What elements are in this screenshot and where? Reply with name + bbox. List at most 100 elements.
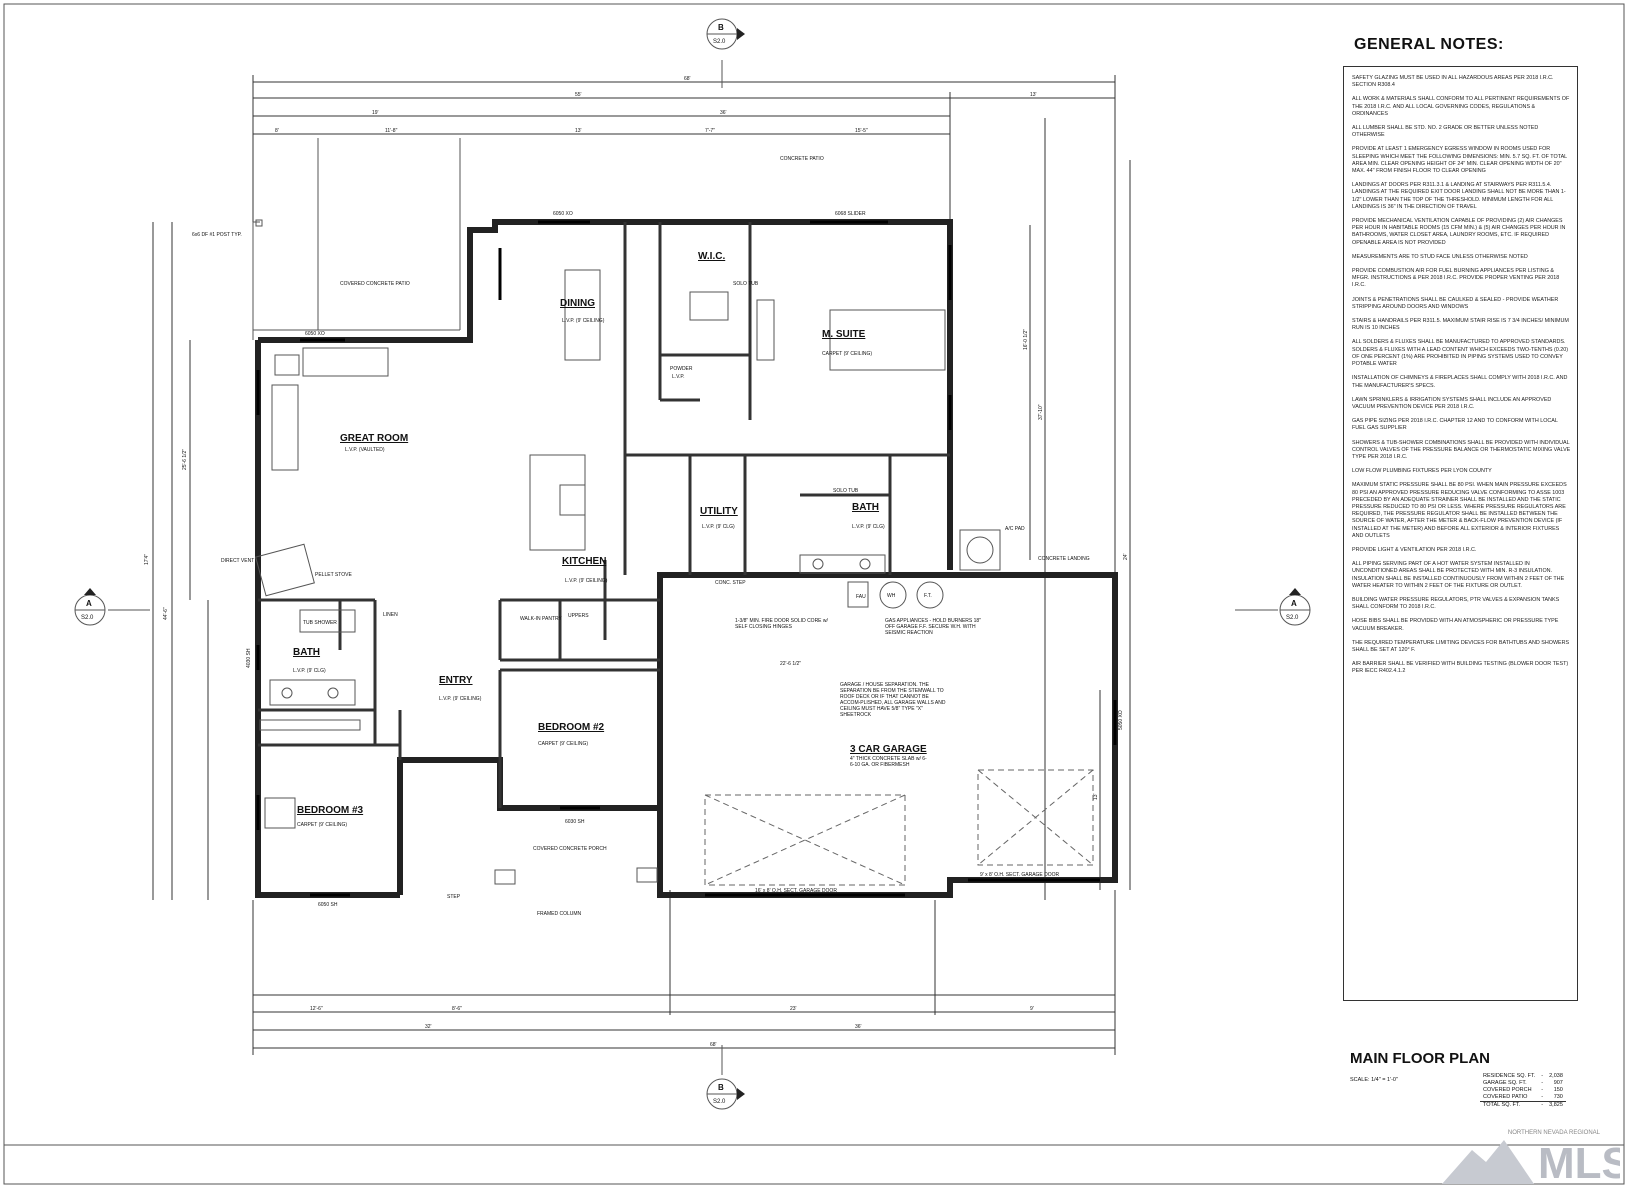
bedroom2-name: BEDROOM #2 bbox=[538, 722, 605, 733]
section-marker-left: A S2.0 bbox=[74, 588, 150, 626]
dim-bot-f: 36' bbox=[855, 1024, 862, 1030]
garage-separation-wrap: GARAGE / HOUSE SEPARATION. THE SEPARATIO… bbox=[840, 682, 946, 718]
area-value: 907 bbox=[1553, 1080, 1563, 1086]
general-note: MAXIMUM STATIC PRESSURE SHALL BE 80 PSI.… bbox=[1352, 482, 1567, 539]
watermark-small-text: NORTHERN NEVADA REGIONAL bbox=[1507, 1130, 1600, 1136]
bottom-dimensions: 12'-6" 8'-6" 23' 9' 32' 36' 68' bbox=[252, 890, 1116, 1055]
slider-3-label: 6050 XO bbox=[305, 331, 325, 337]
window-2-label: 6030 SH bbox=[565, 819, 585, 825]
dim-top-d: 36' bbox=[720, 110, 727, 116]
general-note: SAFETY GLAZING MUST BE USED IN ALL HAZAR… bbox=[1352, 75, 1554, 89]
dining-sub: L.V.P. (9' CEILING) bbox=[562, 318, 605, 324]
slider-1-label: 6050 XO bbox=[553, 211, 573, 217]
slider-2-label: 6068 SLIDER bbox=[835, 211, 866, 217]
left-dimensions: 17'4" 44'-6" 25'-6 1/2" bbox=[144, 222, 209, 900]
top-dimensions: 68' 55' 13' 19' 36' 8' 11'-8" 13' 7'-7" … bbox=[252, 75, 1116, 690]
wh-label: WH bbox=[887, 593, 896, 599]
general-note: PROVIDE COMBUSTION AIR FOR FUEL BURNING … bbox=[1352, 268, 1560, 289]
room-labels: GREAT ROOM L.V.P. (VAULTED) DINING L.V.P… bbox=[293, 251, 927, 828]
area-label: COVERED PORCH bbox=[1483, 1087, 1532, 1093]
m-suite-name: M. SUITE bbox=[822, 329, 866, 340]
general-note: LAWN SPRINKLERS & IRRIGATION SYSTEMS SHA… bbox=[1352, 396, 1552, 410]
dim-right-c: 24' bbox=[1123, 553, 1129, 560]
general-note: GAS PIPE SIZING PER 2018 I.R.C. CHAPTER … bbox=[1352, 418, 1558, 432]
exterior-walls bbox=[255, 219, 1118, 898]
mountain-icon bbox=[1442, 1140, 1534, 1184]
powder-name: POWDER bbox=[670, 366, 693, 372]
general-note: PROVIDE AT LEAST 1 EMERGENCY EGRESS WIND… bbox=[1352, 146, 1567, 175]
general-note: AIR BARRIER SHALL BE VERIFIED WITH BUILD… bbox=[1352, 661, 1569, 675]
general-note: LANDINGS AT DOORS PER R311.3.1 & LANDING… bbox=[1352, 182, 1566, 210]
dim-bot-d: 9' bbox=[1030, 1006, 1034, 1012]
general-note: HOSE BIBS SHALL BE PROVIDED WITH AN ATMO… bbox=[1352, 618, 1559, 632]
dim-overall-bot: 68' bbox=[710, 1042, 717, 1048]
covered-patio-label: COVERED CONCRETE PATIO bbox=[340, 281, 410, 287]
garage-doors: 16' x 8' O.H. SECT. GARAGE DOOR 9' x 8' … bbox=[704, 769, 1100, 897]
garage-sub: 4" THICK CONCRETE SLAB w/ 6-6-10 GA. OR … bbox=[850, 756, 927, 768]
interior-walls bbox=[258, 222, 950, 808]
direct-vent-label: DIRECT VENT bbox=[221, 558, 254, 564]
fire-door-wrap: 1-3/8" MIN. FIRE DOOR SOLID CORE w/ SELF… bbox=[735, 618, 828, 630]
dim-overall-top: 68' bbox=[684, 76, 691, 82]
section-marker-top: B S2.0 bbox=[706, 18, 745, 88]
kitchen-name: KITCHEN bbox=[562, 556, 606, 567]
dim-garage-depth: 13' bbox=[1093, 793, 1099, 800]
dim-top-h: 7'-7" bbox=[705, 128, 715, 134]
powder-sub: L.V.P. bbox=[672, 374, 685, 380]
area-label: GARAGE SQ. FT. bbox=[1483, 1080, 1527, 1086]
entry-sub: L.V.P. (9' CEILING) bbox=[439, 696, 482, 702]
framed-column-label: FRAMED COLUMN bbox=[537, 911, 582, 917]
bath-master-sub: L.V.P. (9' CLG) bbox=[852, 524, 885, 530]
area-label: COVERED PATIO bbox=[1483, 1094, 1528, 1100]
solo-tub-label-bath: SOLO TUB bbox=[833, 488, 859, 494]
dim-top-e: 8' bbox=[275, 128, 279, 134]
area-value: 2,038 bbox=[1549, 1073, 1563, 1079]
general-notes-box: SAFETY GLAZING MUST BE USED IN ALL HAZAR… bbox=[1343, 66, 1578, 1001]
general-note: ALL WORK & MATERIALS SHALL CONFORM TO AL… bbox=[1352, 96, 1570, 117]
area-row: COVERED PORCH - 150 bbox=[1480, 1087, 1566, 1094]
fau-label: FAU bbox=[856, 594, 866, 600]
window-4-label: 4030 SH bbox=[246, 648, 252, 668]
general-note: SHOWERS & TUB-SHOWER COMBINATIONS SHALL … bbox=[1352, 439, 1571, 460]
dim-left-a: 25'-6 1/2" bbox=[182, 449, 188, 470]
uppers-label: UPPERS bbox=[568, 613, 589, 619]
area-dash: - bbox=[1541, 1087, 1544, 1093]
dim-top-i: 15'-5" bbox=[855, 128, 868, 134]
area-total-row: TOTAL SQ. FT.-3,825 bbox=[1480, 1101, 1566, 1109]
area-value: 150 bbox=[1553, 1087, 1563, 1093]
general-note: INSTALLATION OF CHIMNEYS & FIREPLACES SH… bbox=[1352, 375, 1568, 389]
section-marker-bottom: B S2.0 bbox=[706, 1045, 745, 1110]
general-note: BUILDING WATER PRESSURE REGULATORS, PTR … bbox=[1352, 596, 1560, 611]
dim-garage-width: 22'-6 1/2" bbox=[780, 661, 801, 667]
general-note: STAIRS & HANDRAILS PER R311.5. MAXIMUM S… bbox=[1352, 318, 1569, 332]
general-note: JOINTS & PENETRATIONS SHALL BE CAULKED &… bbox=[1352, 296, 1559, 310]
dim-bot-a: 12'-6" bbox=[310, 1006, 323, 1012]
dim-left-b: 17'4" bbox=[144, 554, 150, 565]
area-total-value: 3,825 bbox=[1546, 1101, 1566, 1109]
covered-patio: 6x6 DF #1 POST TYP. COVERED CONCRETE PAT… bbox=[192, 138, 824, 340]
concrete-landing-label: CONCRETE LANDING bbox=[1038, 556, 1090, 562]
mls-text: MLS bbox=[1538, 1139, 1620, 1184]
general-note: LOW FLOW PLUMBING FIXTURES PER LYON COUN… bbox=[1352, 468, 1492, 475]
area-label: RESIDENCE SQ. FT. bbox=[1483, 1073, 1536, 1079]
step-label: STEP bbox=[447, 894, 461, 900]
bath-hall-sub: L.V.P. (9' CLG) bbox=[293, 668, 326, 674]
dim-bot-e: 32' bbox=[425, 1024, 432, 1030]
general-notes-title: GENERAL NOTES: bbox=[1354, 36, 1504, 53]
great-room-sub: L.V.P. (VAULTED) bbox=[345, 447, 385, 453]
area-dash: - bbox=[1541, 1073, 1544, 1079]
linen-label: LINEN bbox=[383, 612, 398, 618]
fixtures: FAU WH F.T. SOLO TUB SOLO TUB TUB SHOWER… bbox=[255, 269, 1001, 900]
great-room-name: GREAT ROOM bbox=[340, 433, 408, 444]
general-note: PROVIDE LIGHT & VENTILATION PER 2018 I.R… bbox=[1352, 546, 1477, 553]
dim-top-b: 13' bbox=[1030, 92, 1037, 98]
section-marker-right: A S2.0 bbox=[1235, 588, 1311, 626]
entry-name: ENTRY bbox=[439, 675, 473, 686]
area-dash: - bbox=[1538, 1101, 1547, 1109]
dim-top-g: 13' bbox=[575, 128, 582, 134]
m-suite-sub: CARPET (9' CEILING) bbox=[822, 351, 872, 357]
section-left-letter: A bbox=[86, 599, 92, 608]
